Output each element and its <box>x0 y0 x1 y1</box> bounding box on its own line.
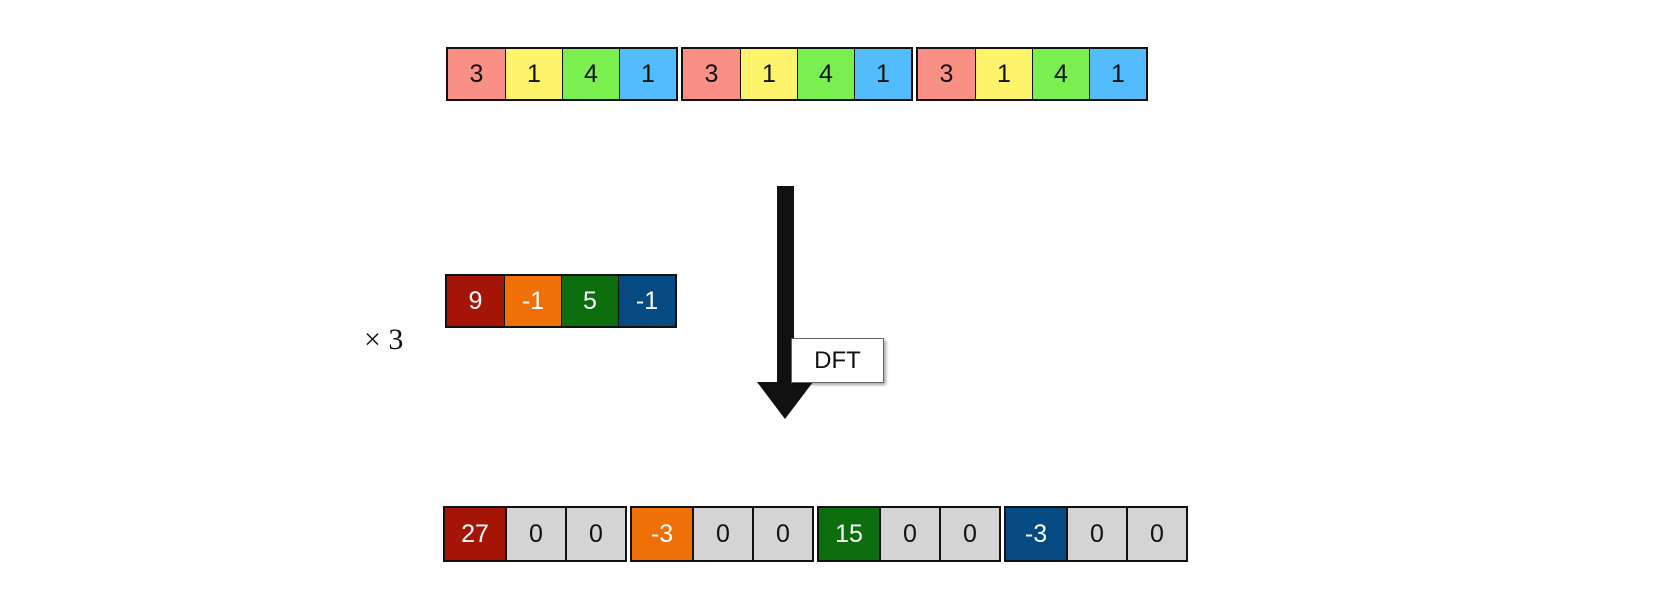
block-dft-row: 9 -1 5 -1 <box>445 274 677 328</box>
dft-label: DFT <box>791 338 884 383</box>
input-cell: 3 <box>683 49 740 99</box>
output-cell: 0 <box>505 508 565 560</box>
output-block-3: 15 0 0 <box>817 506 1001 562</box>
input-block-2: 3 1 4 1 <box>681 47 913 101</box>
input-cell: 3 <box>918 49 975 99</box>
output-cell: 15 <box>819 508 879 560</box>
down-arrow-head <box>757 382 813 419</box>
output-cell: 0 <box>692 508 752 560</box>
input-cell: 4 <box>562 49 619 99</box>
input-cell: 1 <box>619 49 676 99</box>
output-cell: 0 <box>1066 508 1126 560</box>
input-cell: 1 <box>975 49 1032 99</box>
output-block-2: -3 0 0 <box>630 506 814 562</box>
output-sequence-row: 27 0 0 -3 0 0 15 0 0 -3 0 0 <box>443 506 1191 562</box>
output-cell: 0 <box>752 508 812 560</box>
output-cell: 27 <box>445 508 505 560</box>
dft-cell: 5 <box>561 276 618 326</box>
block-dft-values: 9 -1 5 -1 <box>445 274 677 328</box>
input-cell: 1 <box>505 49 562 99</box>
input-cell: 3 <box>448 49 505 99</box>
output-cell: 0 <box>879 508 939 560</box>
input-sequence-row: 3 1 4 1 3 1 4 1 3 1 4 1 <box>446 47 1151 101</box>
input-cell: 1 <box>854 49 911 99</box>
output-block-1: 27 0 0 <box>443 506 627 562</box>
input-cell: 1 <box>740 49 797 99</box>
dft-cell: -1 <box>504 276 561 326</box>
input-cell: 1 <box>1089 49 1146 99</box>
multiplier-label: × 3 <box>364 323 404 356</box>
output-cell: -3 <box>1006 508 1066 560</box>
output-block-4: -3 0 0 <box>1004 506 1188 562</box>
input-cell: 4 <box>1032 49 1089 99</box>
input-block-3: 3 1 4 1 <box>916 47 1148 101</box>
output-cell: 0 <box>939 508 999 560</box>
dft-cell: 9 <box>447 276 504 326</box>
input-cell: 4 <box>797 49 854 99</box>
output-cell: 0 <box>1126 508 1186 560</box>
output-cell: 0 <box>565 508 625 560</box>
input-block-1: 3 1 4 1 <box>446 47 678 101</box>
output-cell: -3 <box>632 508 692 560</box>
down-arrow-shaft <box>777 186 794 386</box>
dft-cell: -1 <box>618 276 675 326</box>
